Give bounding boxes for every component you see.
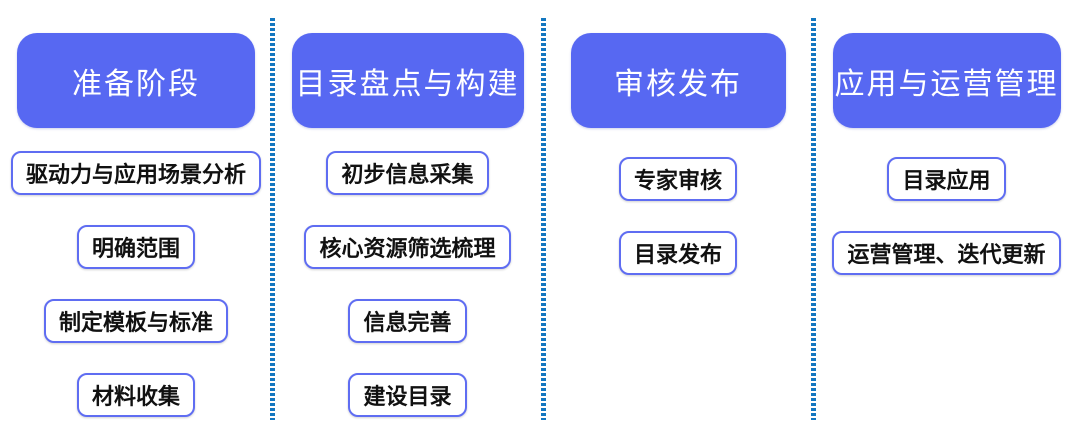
dotted-divider [541, 18, 546, 420]
phase-item: 明确范围 [76, 225, 195, 269]
dotted-divider [811, 18, 816, 420]
phase-item: 信息完善 [348, 299, 467, 343]
phase-item: 建设目录 [348, 373, 467, 417]
column-preparation: 准备阶段 驱动力与应用场景分析 明确范围 制定模板与标准 材料收集 [0, 0, 272, 441]
phase-item: 目录应用 [887, 157, 1006, 201]
phase-header: 准备阶段 [17, 33, 255, 128]
phase-items: 专家审核 目录发布 [618, 157, 737, 275]
phase-items: 目录应用 运营管理、迭代更新 [832, 157, 1061, 275]
dotted-divider [270, 18, 275, 420]
column-catalog-building: 目录盘点与构建 初步信息采集 核心资源筛选梳理 信息完善 建设目录 [272, 0, 543, 441]
phase-items: 驱动力与应用场景分析 明确范围 制定模板与标准 材料收集 [10, 151, 261, 417]
phase-header: 应用与运营管理 [832, 33, 1061, 128]
phase-header: 目录盘点与构建 [291, 33, 524, 128]
phase-item: 驱动力与应用场景分析 [10, 151, 261, 195]
phase-item: 专家审核 [618, 157, 737, 201]
phase-item: 目录发布 [618, 231, 737, 275]
phase-item: 核心资源筛选梳理 [304, 225, 511, 269]
phase-item: 制定模板与标准 [43, 299, 228, 343]
phase-item: 材料收集 [76, 373, 195, 417]
phase-item: 运营管理、迭代更新 [832, 231, 1061, 275]
phase-header: 审核发布 [570, 33, 786, 128]
phase-item: 初步信息采集 [326, 151, 489, 195]
column-application-operation: 应用与运营管理 目录应用 运营管理、迭代更新 [813, 0, 1080, 441]
column-review-publish: 审核发布 专家审核 目录发布 [543, 0, 813, 441]
phase-items: 初步信息采集 核心资源筛选梳理 信息完善 建设目录 [304, 151, 511, 417]
